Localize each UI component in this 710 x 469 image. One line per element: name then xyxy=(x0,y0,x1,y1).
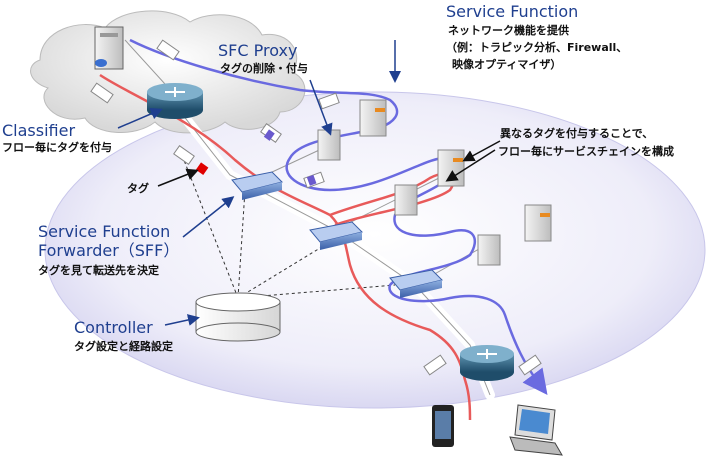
sfc-proxy-server-icon xyxy=(477,234,501,266)
service-function-server-icon xyxy=(359,99,387,137)
sff-switch-icon xyxy=(389,269,443,298)
sff-title-1: Service Function xyxy=(38,222,170,241)
violet-tag-marker xyxy=(263,129,275,141)
smartphone-icon xyxy=(432,405,454,447)
red-tag-marker xyxy=(195,162,209,175)
classifier-title: Classifier xyxy=(2,121,75,140)
callout-lines xyxy=(117,40,401,326)
chain-note-arrows xyxy=(445,140,501,182)
violet-tag-marker-2 xyxy=(306,174,317,186)
sff-title-2: Forwarder（SFF） xyxy=(38,241,179,260)
branch-link xyxy=(124,39,496,286)
controller-title: Controller xyxy=(74,318,153,337)
service-function-desc-1: ネットワーク機能を提供 xyxy=(448,23,569,37)
sff-switch-icon xyxy=(231,171,283,200)
controller-desc: タグ設定と経路設定 xyxy=(74,339,173,353)
service-function-desc-3: 映像オプティマイザ） xyxy=(452,57,561,71)
sff-desc: タグを見て転送先を決定 xyxy=(38,263,159,277)
laptop-icon xyxy=(509,404,563,456)
chain-note-1: 異なるタグを付与することで、 xyxy=(500,126,653,140)
server-icon xyxy=(94,26,124,70)
tag-label: タグ xyxy=(127,181,149,195)
sfc-proxy-title: SFC Proxy xyxy=(218,41,297,60)
service-function-server-icon xyxy=(524,204,552,242)
classifier-desc: フロー毎にタグを付与 xyxy=(2,140,112,154)
sfc-proxy-desc: タグの削除・付与 xyxy=(220,61,308,75)
tag-pointer xyxy=(157,168,199,187)
sfc-proxy-server-icon xyxy=(317,129,341,161)
chain-note-2: フロー毎にサービスチェインを構成 xyxy=(498,144,674,158)
sff-switch-icon xyxy=(309,221,363,250)
controller-database-icon xyxy=(195,292,281,342)
sfc-proxy-server-icon xyxy=(394,184,418,216)
edge-router-icon xyxy=(460,345,514,381)
classifier-router-icon xyxy=(147,83,203,119)
service-function-desc-2: （例：トラピック分析、Firewall、 xyxy=(446,40,627,54)
service-function-server-icon xyxy=(437,149,465,187)
service-function-title: Service Function xyxy=(446,2,578,21)
